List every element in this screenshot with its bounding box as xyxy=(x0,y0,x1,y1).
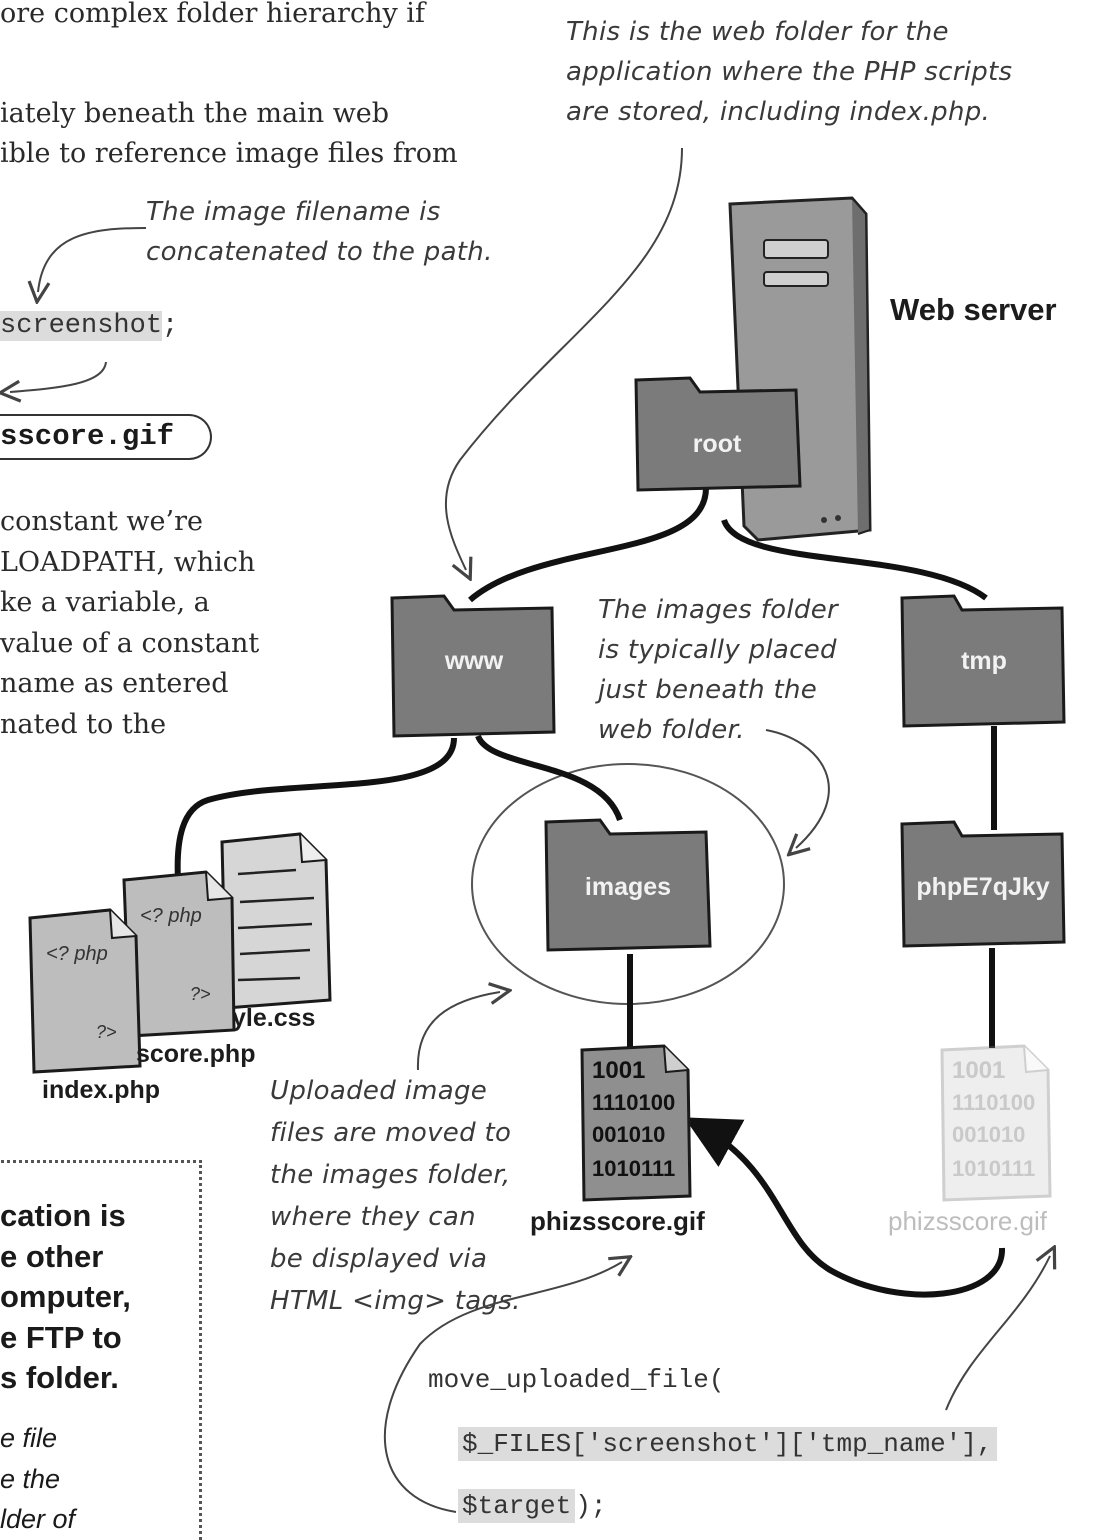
note-web-folder: This is the web folder for the applicati… xyxy=(566,12,1012,132)
php-open-tag: <? php xyxy=(46,943,108,965)
note-line: are stored, including index.php. xyxy=(566,97,991,127)
arrow-code-to-gif xyxy=(383,1262,622,1513)
callout-line: e other xyxy=(0,1238,104,1274)
php-close-tag: ?> xyxy=(190,984,211,1004)
code-target-end: ); xyxy=(575,1491,607,1521)
arrow-images-note xyxy=(765,729,830,848)
para-line: LOADPATH, which xyxy=(0,546,256,578)
callout-line: s folder. xyxy=(0,1360,119,1395)
link-www-files xyxy=(174,737,457,881)
folder-phpE7qJky: phpE7qJky xyxy=(900,820,1066,948)
binary-line: 1110100 xyxy=(592,1090,675,1115)
callout-line: cation is xyxy=(0,1198,126,1233)
body-text-line-1: ore complex folder hierarchy if xyxy=(0,0,425,29)
code-files-line: $_FILES['screenshot']['tmp_name'], xyxy=(458,1426,997,1462)
note-line: where they can xyxy=(270,1202,476,1232)
php-open-tag: <? php xyxy=(140,905,202,927)
note-line: the images folder, xyxy=(270,1160,511,1190)
note-line: web folder. xyxy=(598,715,745,745)
callout-line: e the xyxy=(0,1463,61,1494)
binary-line: 1001 xyxy=(952,1057,1005,1084)
file-score-php: <? php ?> xyxy=(122,870,236,1038)
para-line: constant we’re xyxy=(0,506,203,537)
code-target-line: $target); xyxy=(458,1488,606,1524)
folder-phpE7qJky-label: phpE7qJky xyxy=(916,873,1049,901)
file-index-php: <? php ?> xyxy=(28,908,142,1074)
link-root-www xyxy=(468,487,709,603)
file-style-css xyxy=(220,832,332,1010)
code-move-line: move_uploaded_file( xyxy=(428,1365,725,1395)
callout-line: e FTP to xyxy=(0,1319,122,1355)
folder-tmp: tmp xyxy=(900,594,1066,728)
callout-line: e file xyxy=(0,1423,58,1453)
binary-line: 1001 xyxy=(592,1057,645,1084)
web-server-label: Web server xyxy=(890,292,1057,327)
binary-line: 1010111 xyxy=(952,1156,1035,1181)
file-gif-images-label: phizsscore.gif xyxy=(530,1206,705,1236)
file-gif-images: 1001 1110100 001010 1010111 xyxy=(580,1044,692,1202)
folder-tmp-label: tmp xyxy=(961,647,1007,675)
file-gif-tmp-label: phizsscore.gif xyxy=(888,1206,1047,1236)
file-index-php-label: index.php xyxy=(42,1076,161,1104)
file-score-php-label: score.php xyxy=(136,1040,256,1068)
para-line: nated to the xyxy=(0,708,167,740)
code-semicolon: ; xyxy=(162,311,179,341)
code-target-highlight: $target xyxy=(458,1489,576,1523)
php-close-tag: ?> xyxy=(96,1022,117,1042)
note-images-folder: The images folder is typically placed ju… xyxy=(598,590,838,750)
folder-www: www xyxy=(390,594,556,738)
binary-line: 1110100 xyxy=(952,1090,1035,1115)
note-line: The image filename is xyxy=(146,197,441,227)
binary-line: 001010 xyxy=(952,1122,1025,1147)
filename-oval: sscore.gif xyxy=(0,414,212,460)
arrow-concat-2 xyxy=(10,361,107,392)
body-paragraph: constant we’re LOADPATH, which ke a vari… xyxy=(0,502,259,745)
folder-root: root xyxy=(634,376,802,492)
arrow-concat xyxy=(38,227,147,292)
para-line: ke a variable, a xyxy=(0,587,210,618)
code-files-highlight: $_FILES['screenshot']['tmp_name'], xyxy=(458,1427,997,1461)
link-root-tmp xyxy=(721,518,988,601)
note-line: This is the web folder for the xyxy=(566,17,949,47)
binary-line: 001010 xyxy=(592,1122,665,1147)
file-style-css-label: yle.css xyxy=(232,1004,316,1032)
body-text-line-3: ible to reference image files from xyxy=(0,138,458,169)
callout-line: omputer, xyxy=(0,1279,131,1314)
folder-www-label: www xyxy=(444,647,504,675)
folder-images-label: images xyxy=(585,873,671,901)
file-gif-tmp: 1001 1110100 001010 1010111 xyxy=(940,1044,1052,1202)
body-text-line-2: iately beneath the main web xyxy=(0,98,390,129)
arrow-code-to-tmpgif xyxy=(945,1256,1050,1411)
arrow-web-folder xyxy=(445,147,683,570)
note-line: is typically placed xyxy=(598,635,837,665)
arrow-uploaded xyxy=(416,992,500,1071)
para-line: name as entered xyxy=(0,668,229,699)
code-screenshot-highlight: screenshot xyxy=(0,311,163,341)
callout-bold-text: cation is e other omputer, e FTP to s fo… xyxy=(0,1196,131,1399)
filename-text: sscore.gif xyxy=(0,420,175,453)
note-line: application where the PHP scripts xyxy=(566,57,1013,87)
note-concatenated: The image filename is concatenated to th… xyxy=(146,192,493,272)
link-www-images xyxy=(475,734,623,822)
binary-line: 1010111 xyxy=(592,1156,675,1181)
folder-root-label: root xyxy=(693,430,742,458)
note-line: HTML <img> tags. xyxy=(270,1286,521,1316)
callout-box xyxy=(0,1160,202,1540)
para-line: value of a constant xyxy=(0,627,260,659)
note-line: Uploaded image xyxy=(270,1076,488,1106)
note-uploaded: Uploaded image files are moved to the im… xyxy=(270,1070,521,1322)
note-line: be displayed via xyxy=(270,1244,488,1274)
folder-images: images xyxy=(544,818,712,952)
note-line: just beneath the xyxy=(598,675,818,705)
code-concat-line: screenshot; xyxy=(0,306,178,346)
note-line: files are moved to xyxy=(270,1118,512,1148)
arrow-move-file xyxy=(684,1117,1006,1298)
note-line: The images folder xyxy=(598,595,838,625)
note-line: concatenated to the path. xyxy=(146,237,493,267)
